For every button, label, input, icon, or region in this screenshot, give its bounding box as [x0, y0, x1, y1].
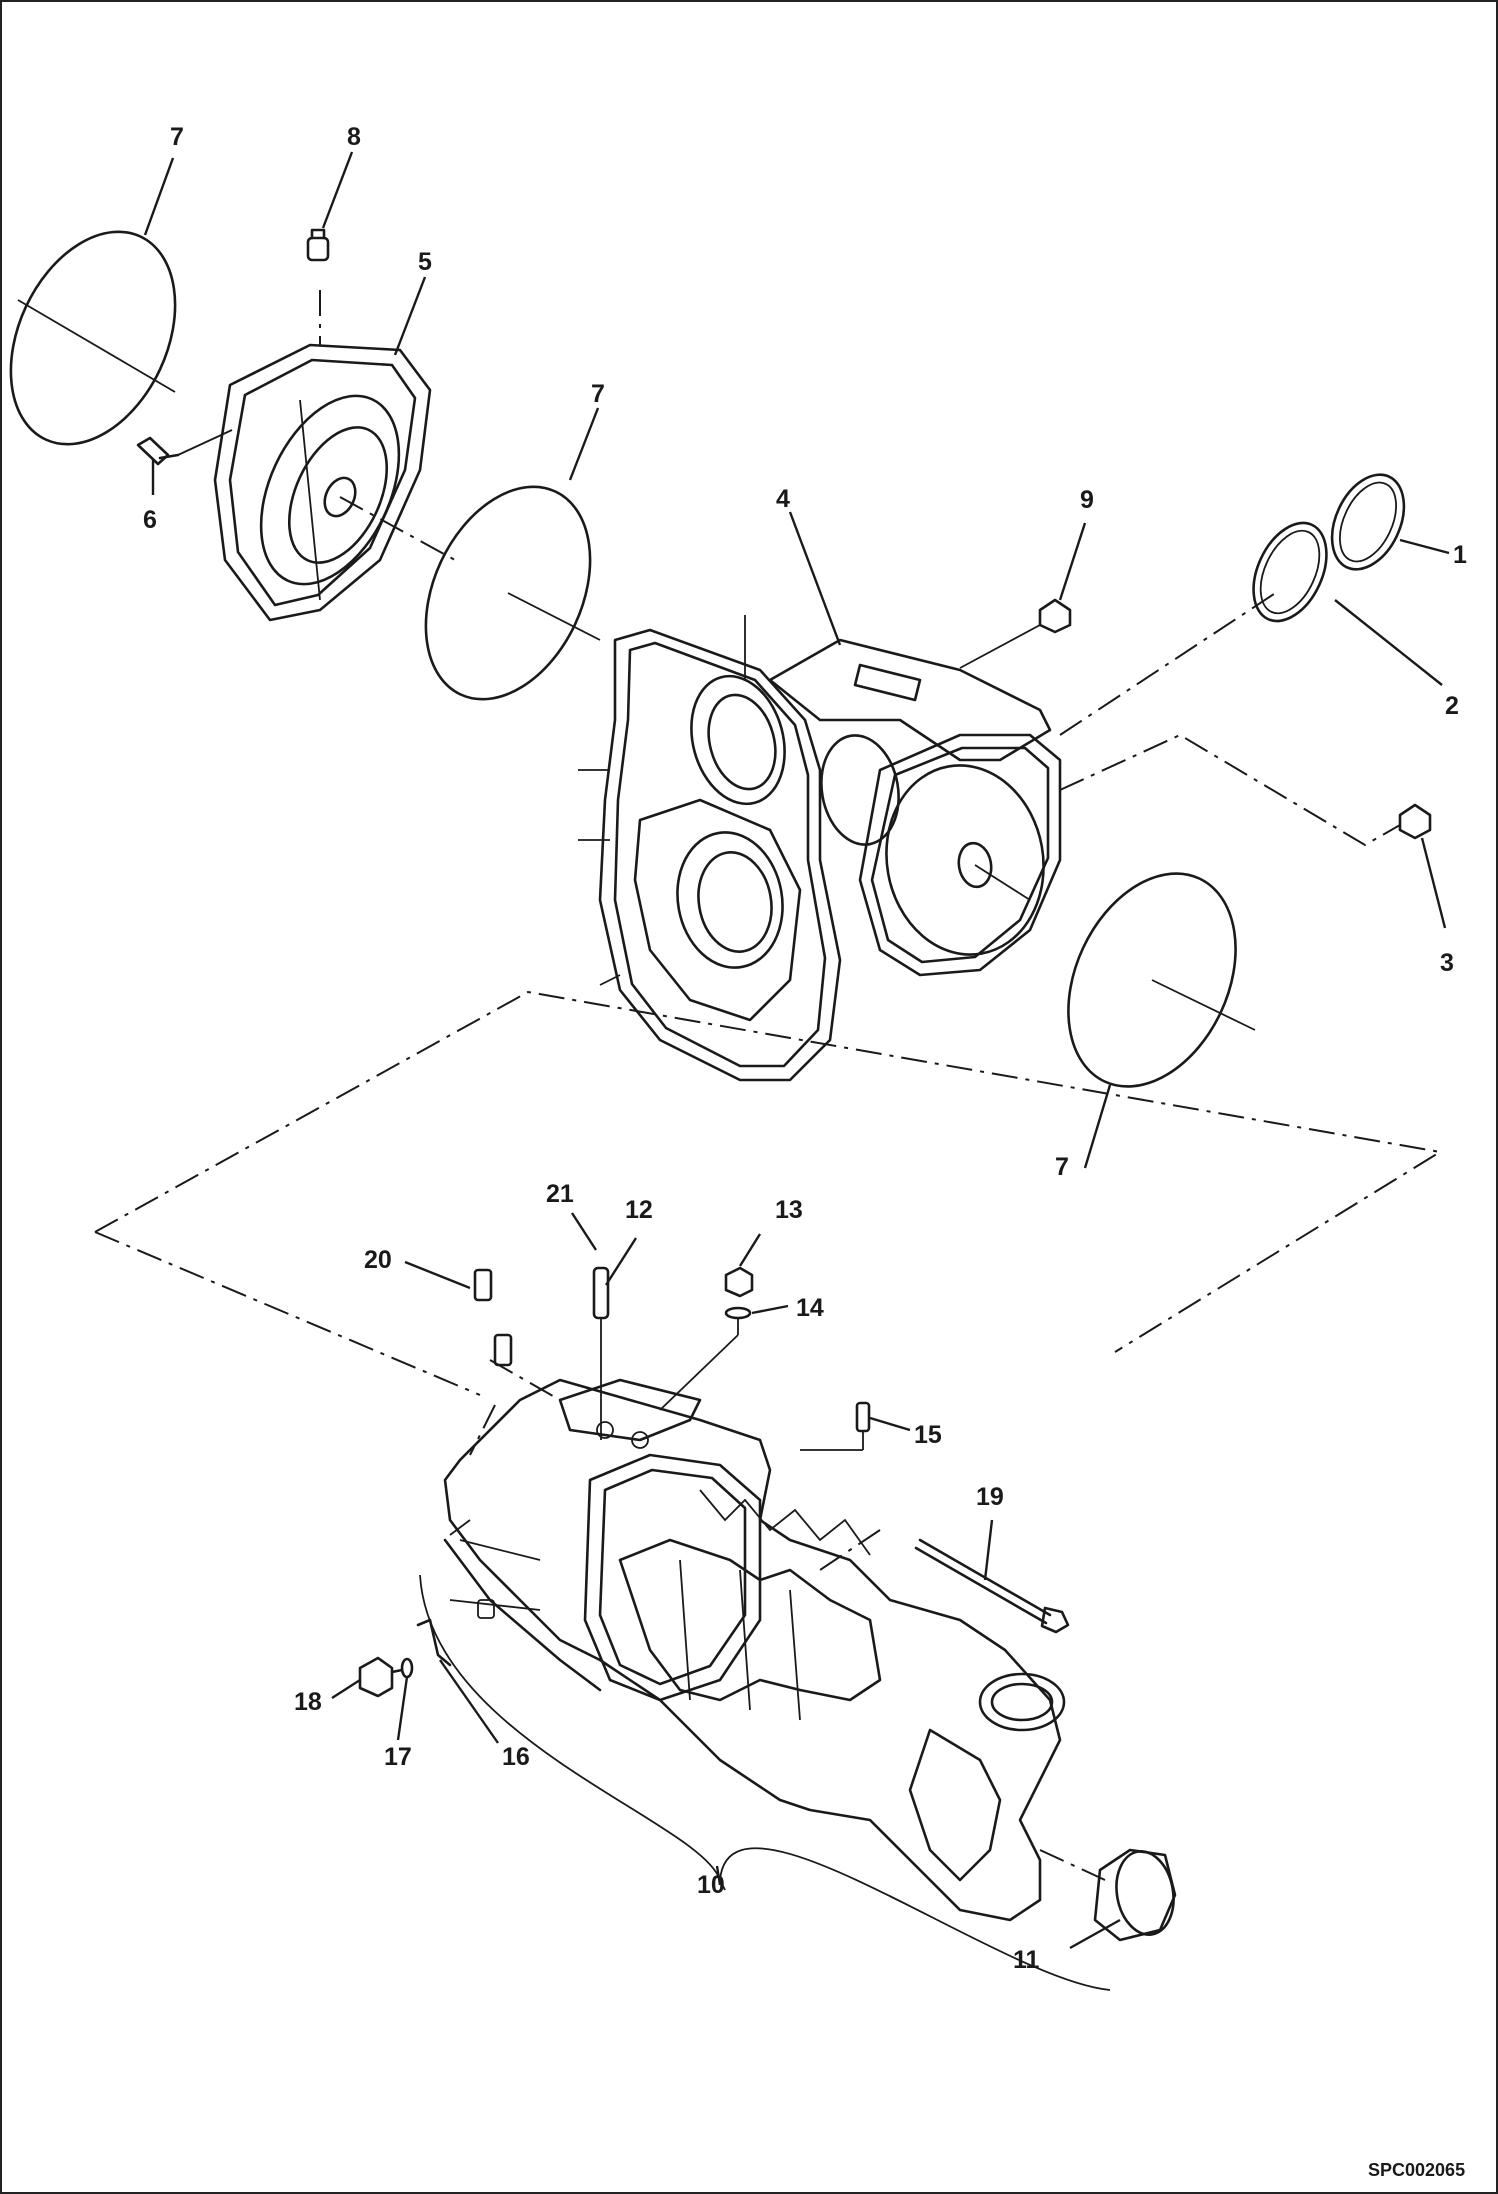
callout-10: 10 [697, 1871, 725, 1899]
bushing-11 [1039, 1848, 1177, 1942]
plug-3 [1059, 733, 1432, 847]
callout-11: 11 [1013, 1946, 1040, 1974]
drawing-code: SPC002065 [1368, 2160, 1465, 2180]
ring-2 [1252, 521, 1328, 623]
callout-2: 2 [1445, 692, 1459, 720]
callout-14: 14 [796, 1294, 824, 1322]
callout-20: 20 [364, 1246, 392, 1274]
o-ring-7-left [9, 230, 177, 446]
callout-labels: 1 2 3 4 5 6 7 7 7 8 9 10 11 12 13 14 15 … [143, 123, 1467, 1974]
callout-16: 16 [502, 1743, 530, 1771]
callout-15: 15 [914, 1421, 942, 1449]
callout-9: 9 [1080, 486, 1094, 514]
drain-parts [358, 1599, 495, 1698]
axle-housing-10 [443, 1378, 1066, 1922]
callout-4: 4 [776, 485, 790, 513]
plug-8 [306, 228, 330, 345]
callout-17: 17 [384, 1743, 412, 1771]
snap-ring-1 [1330, 473, 1406, 571]
bolt-6 [136, 429, 233, 466]
callout-5: 5 [418, 248, 432, 276]
cover-5 [213, 343, 432, 622]
o-ring-7-middle [424, 485, 601, 701]
plug-9 [959, 598, 1072, 669]
leader-lines [143, 151, 1450, 1950]
callout-6: 6 [143, 506, 157, 534]
callout-7-right: 7 [1055, 1153, 1069, 1181]
callout-12: 12 [625, 1196, 653, 1224]
callout-13: 13 [775, 1196, 803, 1224]
callout-7-left: 7 [170, 123, 184, 151]
callout-19: 19 [976, 1483, 1004, 1511]
callout-18: 18 [294, 1688, 322, 1716]
bracket-10 [419, 1574, 1111, 1991]
housing-4 [578, 615, 1062, 1082]
callout-8: 8 [347, 123, 361, 151]
callout-21: 21 [546, 1180, 574, 1208]
fittings-top [473, 1266, 871, 1451]
o-ring-7-right [1067, 872, 1256, 1088]
callout-7-middle: 7 [591, 380, 605, 408]
callout-3: 3 [1440, 949, 1454, 977]
callout-1: 1 [1453, 541, 1467, 569]
